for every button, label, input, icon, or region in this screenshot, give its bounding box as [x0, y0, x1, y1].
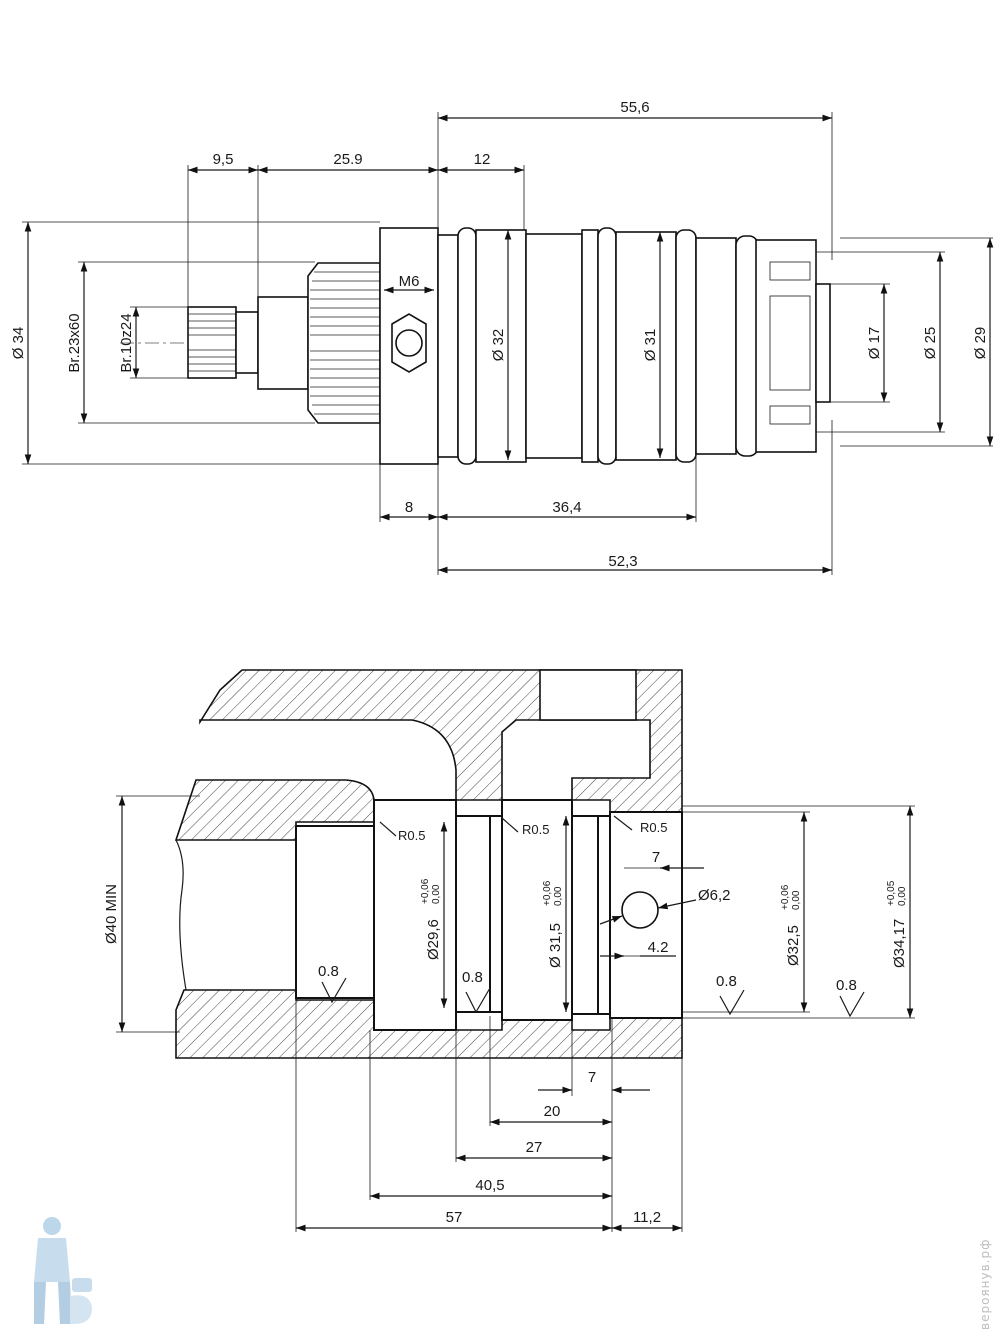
- radius-label-1: R0.5: [398, 828, 425, 843]
- end-cap: [755, 239, 831, 453]
- dim-57: 57: [446, 1209, 463, 1226]
- dim-dia-29: Ø 29: [972, 327, 989, 360]
- roughness-label-2: 0.8: [462, 969, 483, 986]
- svg-text:0,00: 0,00: [791, 890, 802, 910]
- hex-nut: [391, 313, 427, 373]
- svg-text:Ø 31,5: Ø 31,5: [547, 923, 564, 968]
- dim-40-5: 40,5: [475, 1177, 504, 1194]
- svg-text:0,00: 0,00: [553, 886, 564, 906]
- dim-dia-17: Ø 17: [866, 327, 883, 360]
- o-ring: [597, 227, 617, 465]
- dim-27: 27: [526, 1139, 543, 1156]
- o-ring: [675, 229, 697, 463]
- roughness-label-4: 0.8: [836, 977, 857, 994]
- roughness-label-1: 0.8: [318, 963, 339, 980]
- dim-dia-31: Ø 31: [642, 329, 659, 362]
- dim-36-4: 36,4: [552, 499, 581, 516]
- thread-m6-label: M6: [399, 273, 420, 290]
- svg-text:0,00: 0,00: [897, 886, 908, 906]
- dim-7: 7: [588, 1069, 596, 1086]
- svg-text:+0,06: +0,06: [780, 884, 791, 910]
- dim-br-23x60: Br.23x60: [66, 313, 83, 372]
- roughness-symbols: [321, 977, 865, 1018]
- svg-text:+0,05: +0,05: [886, 880, 897, 906]
- svg-text:+0,06: +0,06: [542, 880, 553, 906]
- dim-11-2: 11,2: [633, 1209, 661, 1226]
- svg-text:+0,06: +0,06: [420, 878, 431, 904]
- dim-20: 20: [544, 1103, 561, 1120]
- dim-25-9: 25.9: [333, 151, 362, 168]
- dim-52-3: 52,3: [608, 553, 637, 570]
- svg-text:Ø34,17: Ø34,17: [891, 919, 908, 968]
- svg-text:Ø32,5: Ø32,5: [785, 925, 802, 966]
- body-section: [525, 233, 583, 459]
- svg-text:0,00: 0,00: [431, 884, 442, 904]
- radius-label-3: R0.5: [640, 820, 667, 835]
- svg-text:Ø29,6: Ø29,6: [425, 919, 442, 960]
- dim-8: 8: [405, 499, 413, 516]
- stem: [257, 296, 309, 390]
- dim-dia-25: Ø 25: [922, 327, 939, 360]
- dim-9-5: 9,5: [213, 151, 234, 168]
- cross-hole: [621, 891, 659, 929]
- port-channel: [539, 669, 637, 721]
- roughness-label-3: 0.8: [716, 973, 737, 990]
- dim-dia-40-min: Ø40 MIN: [103, 884, 120, 944]
- spline-shaft: [187, 306, 259, 379]
- body-section: [581, 229, 599, 463]
- body-section: [437, 234, 459, 458]
- housing-section-view: R0.5 R0.5 R0.5 7 Ø6,2 4.2 7 20 27 40,5 5…: [103, 669, 915, 1232]
- break-line: [175, 839, 187, 991]
- cartridge-top-view: 55,6 9,5 25.9 12 8 36,4 52,3 M6 Ø 34 Br.…: [10, 99, 994, 575]
- body-section: [475, 229, 527, 463]
- radius-label-2: R0.5: [522, 822, 549, 837]
- dim-dia-29-6: Ø29,6 +0,06 0,00: [420, 878, 442, 960]
- dim-hole-offset-7: 7: [652, 849, 660, 866]
- dim-dia-32-5: Ø32,5 +0,06 0,00: [780, 884, 802, 966]
- dim-dia-31-5: Ø 31,5 +0,06 0,00: [542, 880, 564, 968]
- plumber-logo: [34, 1217, 92, 1324]
- dim-4-2: 4.2: [648, 939, 669, 956]
- dim-12: 12: [474, 151, 491, 168]
- body-section: [615, 231, 677, 461]
- body-section: [695, 237, 737, 455]
- watermark: вероянув.рф: [978, 1238, 992, 1330]
- dim-dia-34: Ø 34: [10, 327, 27, 360]
- dim-dia-32: Ø 32: [490, 329, 507, 362]
- o-ring: [735, 235, 759, 457]
- dim-dia-34-17: Ø34,17 +0,05 0,00: [886, 880, 908, 968]
- dim-dia-6-2: Ø6,2: [698, 887, 731, 904]
- housing-inner-strip: [174, 779, 375, 841]
- knurled-ring: [307, 262, 381, 424]
- dim-55-6: 55,6: [620, 99, 649, 116]
- dim-br-10z24: Br.10z24: [118, 313, 135, 372]
- o-ring: [457, 227, 477, 465]
